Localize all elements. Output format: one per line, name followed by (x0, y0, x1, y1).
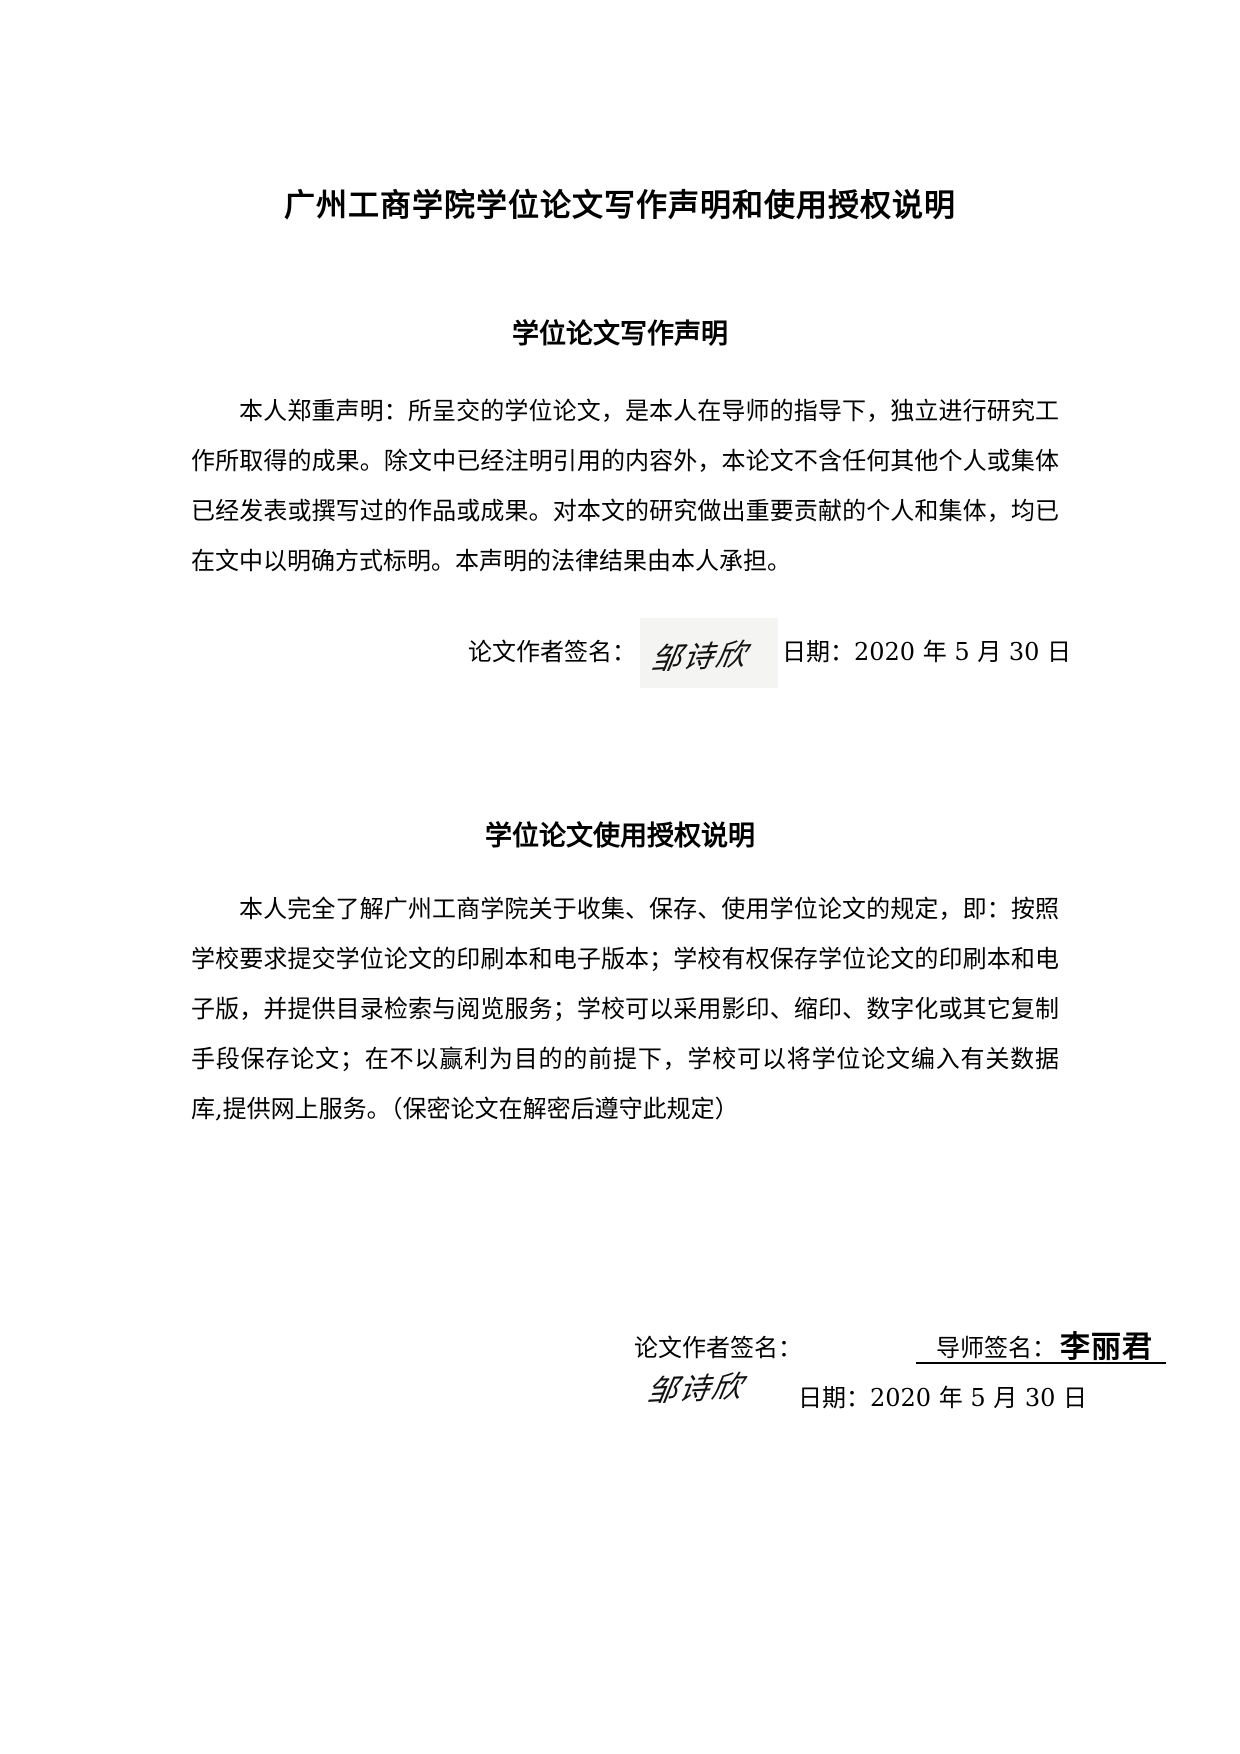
declaration-author-sign-label: 论文作者签名： (468, 638, 636, 666)
advisor-signature: 李丽君 (1060, 1330, 1153, 1365)
advisor-signature-underline (916, 1362, 1166, 1364)
author-signature: 邹诗欣 (648, 637, 751, 678)
author-signature-image (640, 618, 778, 688)
authorization-author-sign-label: 论文作者签名： (634, 1334, 802, 1362)
declaration-date: 日期：2020 年 5 月 30 日 (782, 638, 1072, 666)
authorization-advisor-sign-label: 导师签名： (936, 1334, 1056, 1362)
authorization-body: 本人完全了解广州工商学院关于收集、保存、使用学位论文的规定，即：按照学校要求提交… (191, 895, 1059, 1123)
declaration-heading: 学位论文写作声明 (512, 319, 728, 350)
document-title: 广州工商学院学位论文写作声明和使用授权说明 (284, 188, 956, 224)
author-signature-2: 邹诗欣 (644, 1369, 747, 1410)
authorization-heading: 学位论文使用授权说明 (485, 821, 755, 852)
authorization-date: 日期：2020 年 5 月 30 日 (798, 1384, 1088, 1412)
declaration-body: 本人郑重声明：所呈交的学位论文，是本人在导师的指导下，独立进行研究工作所取得的成… (191, 397, 1059, 575)
